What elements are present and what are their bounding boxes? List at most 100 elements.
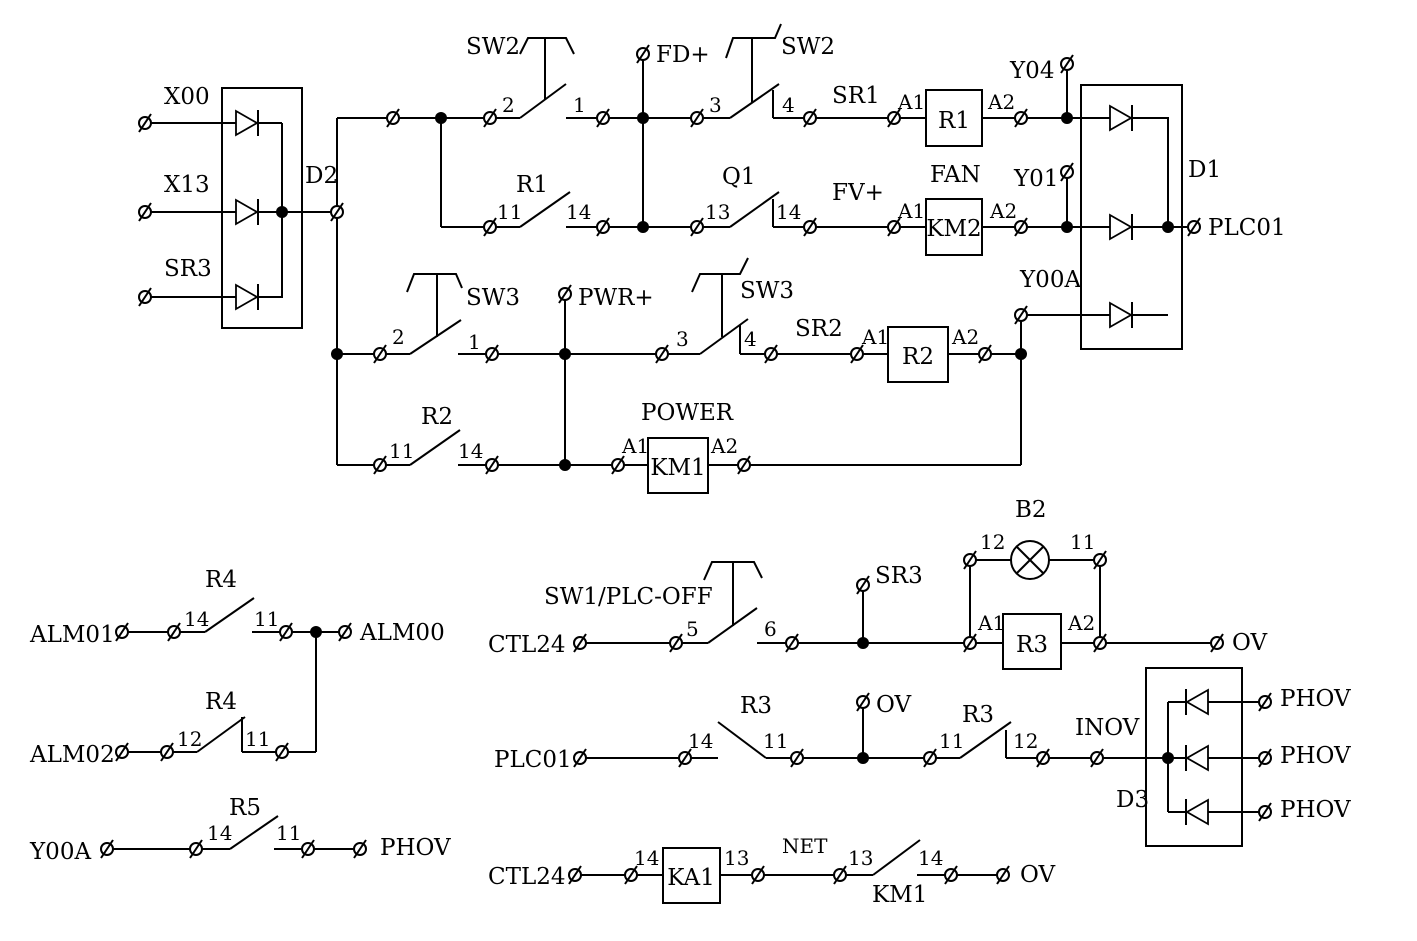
- terminal-marker-slash: [923, 748, 937, 768]
- terminal-marker-slash: [279, 622, 293, 642]
- pin-6: 6: [764, 617, 777, 641]
- terminal-sr3-tap-label: SR3: [875, 563, 923, 589]
- terminal-marker-slash: [353, 839, 367, 859]
- terminal-marker-slash: [636, 44, 650, 64]
- terminal-marker-slash: [996, 865, 1010, 885]
- terminal-marker-slash: [850, 344, 864, 364]
- pin-1: 1: [573, 93, 586, 117]
- pin-a1: A1: [861, 325, 889, 349]
- terminal-alm01-label: ALM01: [29, 622, 115, 648]
- coil-r1-label: R1: [938, 108, 970, 134]
- terminal-marker-slash: [338, 622, 352, 642]
- terminal-marker-slash: [856, 575, 870, 595]
- switch-r3-no-label: R3: [962, 702, 994, 728]
- diode-block-d3: [1145, 667, 1243, 847]
- pin-11: 11: [389, 439, 414, 463]
- terminal-ov-km1-label: OV: [1020, 862, 1055, 888]
- switch-q1-label: Q1: [722, 164, 756, 190]
- coil-km2-label: KM2: [926, 216, 981, 242]
- pin-12: 12: [177, 727, 202, 751]
- pin-3: 3: [709, 93, 722, 117]
- diode-block-d2: [221, 87, 303, 329]
- terminal-ctl24-b-label: CTL24: [488, 864, 565, 890]
- terminal-marker-slash: [690, 108, 704, 128]
- coil-r2: R2: [887, 326, 949, 383]
- pin-a2: A2: [987, 90, 1015, 114]
- pin-11: 11: [497, 200, 522, 224]
- terminal-y00a-in-label: Y00A: [29, 839, 91, 865]
- pin-a2: A2: [989, 199, 1017, 223]
- pin-a1: A1: [977, 611, 1005, 635]
- pin-a2: A2: [1067, 611, 1095, 635]
- terminal-marker-slash: [1093, 633, 1107, 653]
- pin-11: 11: [276, 821, 301, 845]
- pin-14: 14: [207, 821, 232, 845]
- terminal-marker-slash: [803, 108, 817, 128]
- coil-km2: KM2: [925, 198, 983, 256]
- coil-r3: R3: [1002, 613, 1062, 670]
- terminal-marker-slash: [275, 742, 289, 762]
- terminal-marker-slash: [1258, 748, 1272, 768]
- terminal-marker-slash: [568, 865, 582, 885]
- switch-km1-label: KM1: [872, 882, 927, 908]
- terminal-marker-slash: [833, 865, 847, 885]
- terminal-marker-slash: [1258, 802, 1272, 822]
- pin-14: 14: [634, 846, 659, 870]
- switch-r4-top-label: R4: [205, 567, 237, 593]
- terminal-fd-plus-label: FD+: [656, 42, 710, 68]
- switch-sw2-right-label: SW2: [781, 34, 835, 60]
- pin-11: 11: [1070, 530, 1095, 554]
- terminal-sr3-label: SR3: [164, 256, 212, 282]
- pin-a1: A1: [897, 90, 925, 114]
- terminal-marker-slash: [573, 748, 587, 768]
- pin-12: 12: [980, 530, 1005, 554]
- terminal-marker-slash: [963, 633, 977, 653]
- pin-11: 11: [939, 729, 964, 753]
- pin-14: 14: [184, 607, 209, 631]
- terminal-marker-slash: [678, 748, 692, 768]
- terminal-marker-slash: [1090, 748, 1104, 768]
- terminal-y01-label: Y01: [1013, 166, 1058, 192]
- terminal-marker-slash: [887, 217, 901, 237]
- switch-r2-label: R2: [421, 404, 453, 430]
- lamp-b2: [1010, 540, 1050, 580]
- coil-r2-label: R2: [902, 344, 934, 370]
- coil-km1-label: KM1: [650, 455, 705, 481]
- pin-3: 3: [676, 327, 689, 351]
- terminal-phov-r5-label: PHOV: [380, 835, 451, 861]
- terminal-marker-slash: [138, 287, 152, 307]
- terminal-y04-label: Y04: [1009, 58, 1054, 84]
- terminal-marker-slash: [1210, 633, 1224, 653]
- switch-r5-label: R5: [229, 795, 261, 821]
- terminal-marker-slash: [1187, 217, 1201, 237]
- terminal-marker-slash: [115, 622, 129, 642]
- pin-a1: A1: [621, 434, 649, 458]
- switch-r3-nc-label: R3: [740, 693, 772, 719]
- terminal-marker-slash: [373, 455, 387, 475]
- terminal-marker-slash: [160, 742, 174, 762]
- terminal-marker-slash: [944, 865, 958, 885]
- switch-sw3-right-label: SW3: [740, 278, 794, 304]
- pin-a1: A1: [897, 199, 925, 223]
- terminal-marker-slash: [669, 633, 683, 653]
- terminal-marker-slash: [301, 839, 315, 859]
- terminal-marker-slash: [485, 455, 499, 475]
- diode-d2-label: D2: [305, 163, 338, 189]
- switch-contacts: [196, 23, 1012, 876]
- pin-13: 13: [724, 846, 749, 870]
- terminal-marker-slash: [963, 550, 977, 570]
- terminal-marker-slash: [483, 108, 497, 128]
- labels: X00 X13 SR3 D2 SW2 2 1 FD+ 3 4 SW2 SR1 A…: [29, 34, 1351, 908]
- switch-sw1-label: SW1/PLC-OFF: [544, 584, 713, 610]
- pin-14: 14: [918, 846, 943, 870]
- pin-5: 5: [686, 617, 699, 641]
- junction-dots: [276, 112, 1174, 764]
- terminal-inov-label: INOV: [1075, 715, 1140, 741]
- pin-4: 4: [744, 327, 757, 351]
- terminal-marker-slash: [751, 865, 765, 885]
- terminal-marker-slash: [624, 865, 638, 885]
- terminal-marker-slash: [1060, 162, 1074, 182]
- terminal-net-label: NET: [782, 834, 828, 858]
- pin-a2: A2: [951, 325, 979, 349]
